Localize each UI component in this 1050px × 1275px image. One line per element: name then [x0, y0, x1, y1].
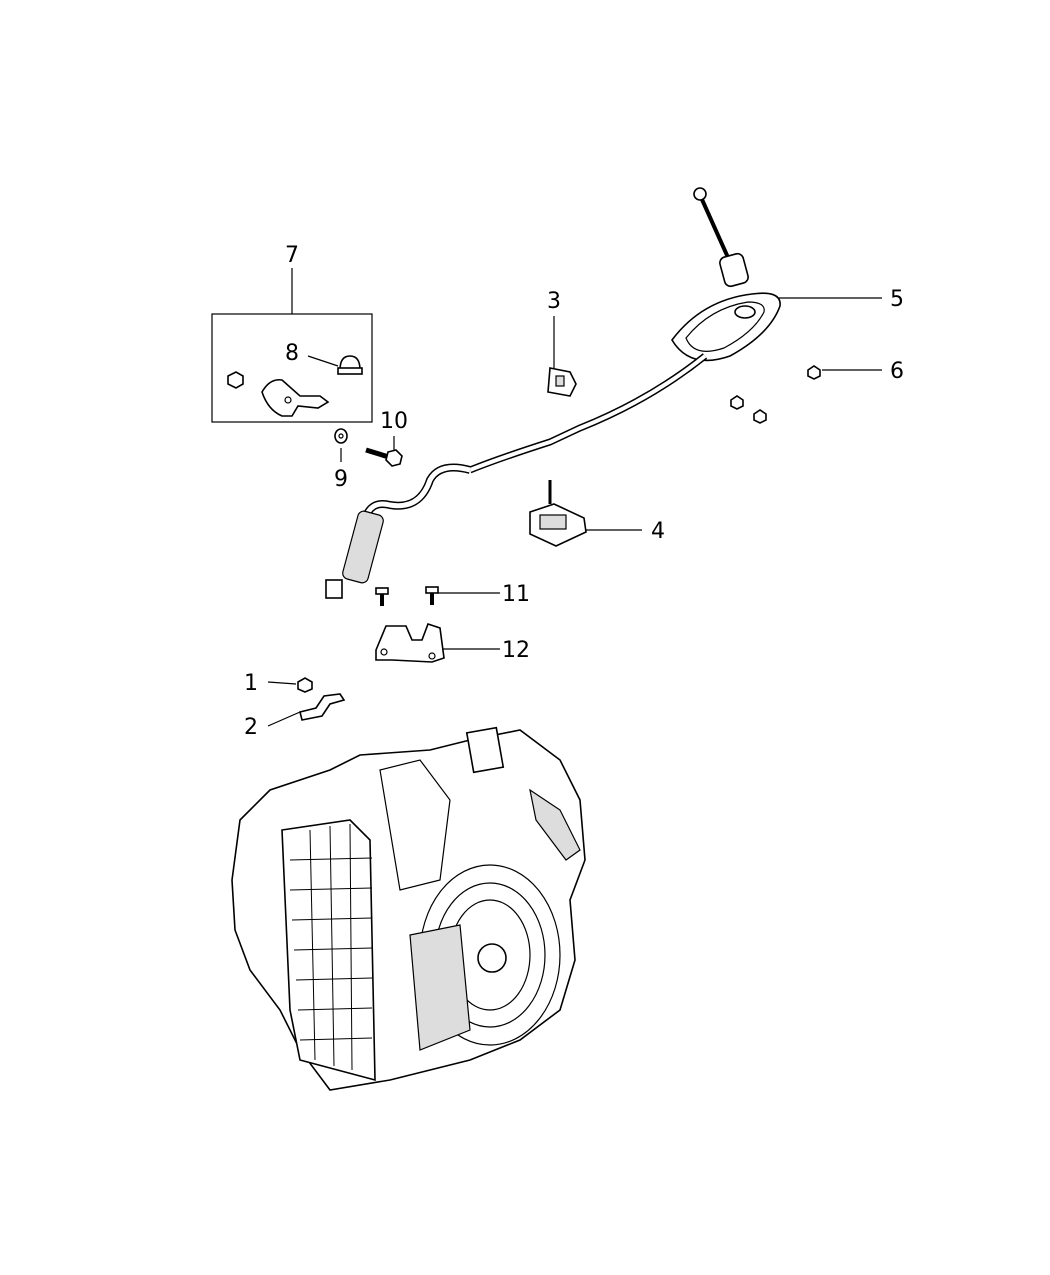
- bolts-part-11: [375, 586, 439, 606]
- clip-part-3: [547, 367, 577, 397]
- bracket-part-4: [529, 480, 587, 547]
- leader-1: [267, 681, 297, 685]
- callout-5: 5: [890, 287, 904, 312]
- callout-10: 10: [380, 409, 408, 434]
- callout-11: 11: [502, 582, 530, 607]
- bracket-in-kit: [261, 378, 330, 417]
- callout-2: 2: [244, 715, 258, 740]
- bolt-part-10: [365, 447, 403, 467]
- callout-6: 6: [890, 359, 904, 384]
- callout-4: 4: [651, 519, 665, 544]
- callout-9: 9: [334, 467, 348, 492]
- nuts-part-6: [730, 365, 821, 424]
- leader-2: [267, 711, 301, 727]
- callout-1: 1: [244, 671, 258, 696]
- callout-8: 8: [285, 341, 299, 366]
- shift-cable-part-5: [325, 187, 781, 599]
- leader-8: [307, 355, 339, 367]
- transmission-assembly: [231, 726, 586, 1091]
- bracket-part-2: [299, 693, 346, 721]
- callout-7: 7: [285, 243, 299, 268]
- callout-3: 3: [547, 289, 561, 314]
- clip-part-8: [337, 355, 363, 375]
- nut-part-1: [297, 677, 313, 693]
- washer-part-9: [334, 428, 348, 444]
- callout-12: 12: [502, 638, 530, 663]
- nut-in-kit: [227, 371, 244, 389]
- bracket-part-12: [375, 622, 445, 663]
